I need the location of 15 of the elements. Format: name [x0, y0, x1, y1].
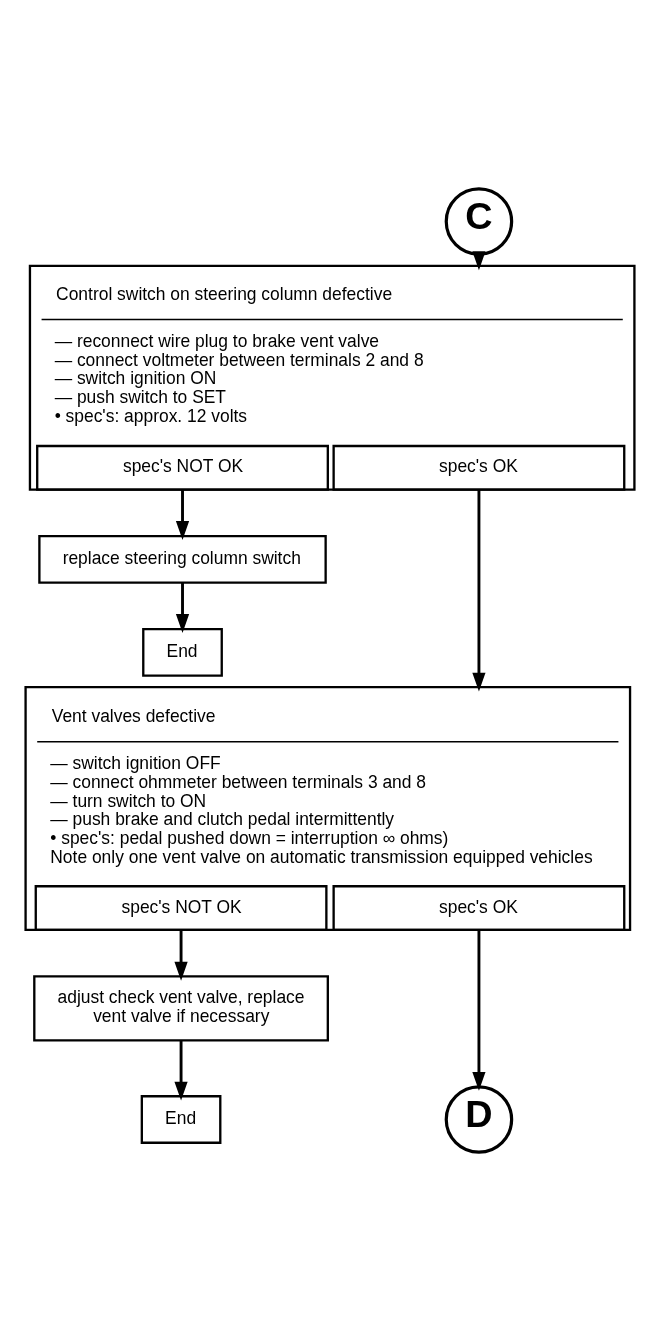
node-box: spec's NOT OK	[36, 444, 329, 491]
arrow	[175, 582, 190, 633]
node-box: End	[140, 1094, 222, 1144]
node-box: adjust check vent valve, replace vent valve if necessary	[33, 974, 329, 1041]
node-box: End	[142, 627, 223, 677]
arrow	[472, 489, 486, 692]
node-box: replace steering column switch	[38, 534, 327, 584]
node-box: spec's OK	[332, 444, 626, 491]
node-box: spec's OK	[332, 884, 626, 931]
node-box: spec's NOT OK	[34, 884, 328, 931]
arrow	[175, 489, 190, 540]
arrow	[174, 929, 188, 981]
arrow	[174, 1040, 188, 1101]
arrow	[472, 929, 486, 1091]
node-circle: D	[444, 1084, 514, 1154]
